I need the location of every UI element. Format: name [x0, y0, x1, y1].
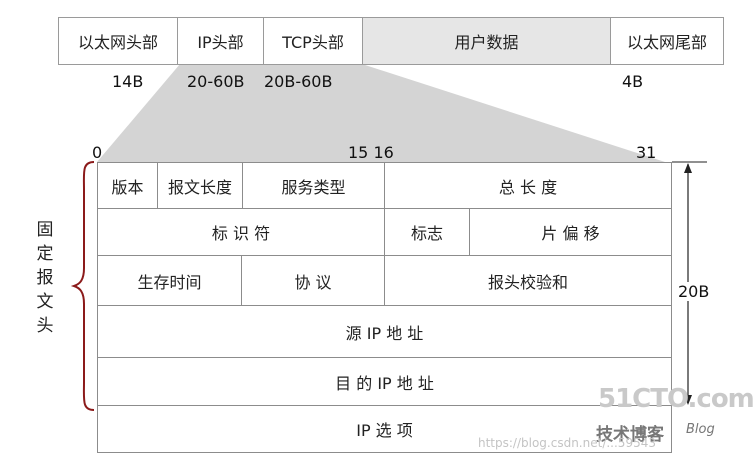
- bit-31: 31: [636, 143, 657, 162]
- field-version: 版本: [97, 162, 158, 209]
- size-ethernet-header: 14B: [112, 72, 144, 91]
- field-service-type: 服务类型: [242, 162, 385, 209]
- watermark-sub: 技术博客: [596, 425, 664, 445]
- ip-header-segment: IP头部: [177, 17, 264, 65]
- field-total-length: 总 长 度: [384, 162, 672, 209]
- field-dest-ip: 目 的 IP 地 址: [97, 357, 672, 406]
- field-header-length: 报文长度: [157, 162, 243, 209]
- fixed-header-label: 固定报文头: [36, 220, 54, 336]
- watermark-url: https://blog.csdn.net/...59543: [478, 436, 656, 450]
- size-ip-header: 20-60B: [187, 72, 245, 91]
- watermark-blog: Blog: [686, 422, 715, 437]
- field-identifier: 标 识 符: [97, 208, 385, 256]
- field-fragment-offset: 片 偏 移: [469, 208, 672, 256]
- expansion-funnel: [97, 64, 665, 162]
- field-ip-options: IP 选 项: [97, 405, 672, 453]
- ethernet-trailer-segment: 以太网尾部: [610, 17, 724, 65]
- funnel-shape: [97, 64, 665, 162]
- size-ethernet-trailer: 4B: [622, 72, 644, 91]
- field-header-checksum: 报头校验和: [384, 255, 672, 306]
- user-data-segment: 用户数据: [362, 17, 611, 65]
- tcp-header-segment: TCP头部: [263, 17, 363, 65]
- brace-path: [70, 161, 95, 411]
- fixed-header-brace: [70, 161, 95, 411]
- field-source-ip: 源 IP 地 址: [97, 305, 672, 358]
- field-ttl: 生存时间: [97, 255, 242, 306]
- size-tcp-header: 20B-60B: [264, 72, 333, 91]
- bit-0: 0: [92, 143, 103, 162]
- field-protocol: 协 议: [241, 255, 385, 306]
- watermark-brand: 51CTO.com: [598, 384, 754, 414]
- size-20b-label: 20B: [676, 282, 712, 301]
- ethernet-header-segment: 以太网头部: [58, 17, 178, 65]
- bit-15-16: 15 16: [348, 143, 394, 162]
- field-flags: 标志: [384, 208, 470, 256]
